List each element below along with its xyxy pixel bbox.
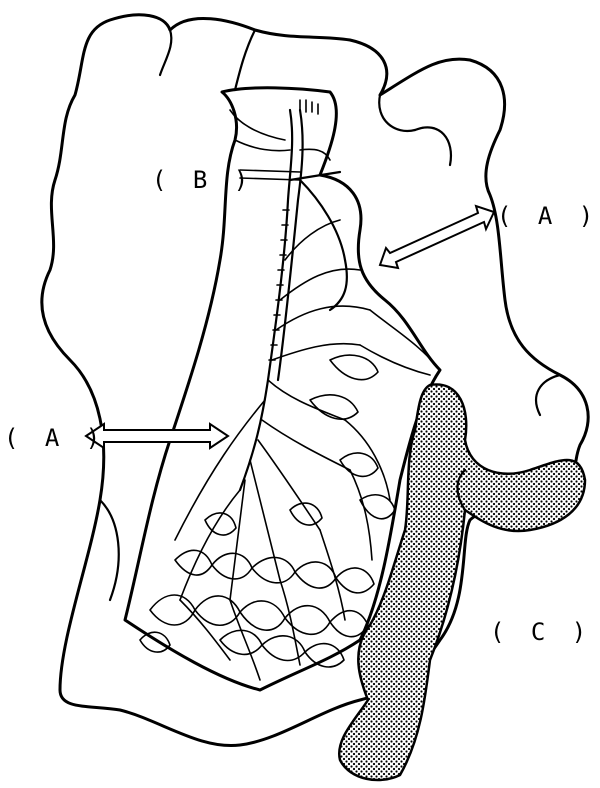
- label-a-right: ( A ): [497, 202, 599, 230]
- label-a-left: ( A ): [4, 424, 106, 452]
- label-c: ( C ): [490, 618, 592, 646]
- label-b: ( B ): [152, 166, 254, 194]
